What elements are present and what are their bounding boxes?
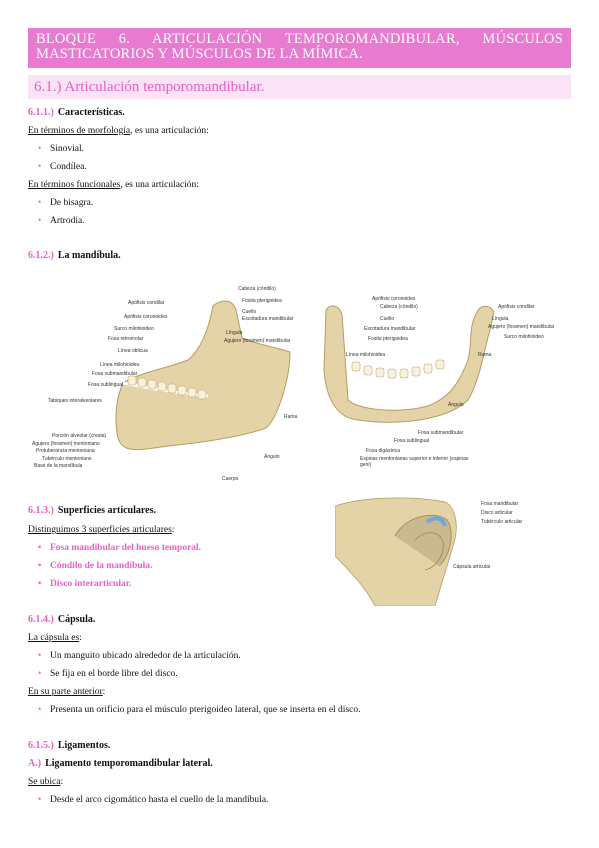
list-item: •Desde el arco cigomático hasta el cuell… — [38, 795, 269, 805]
ligament-a-heading: A.)Ligamento temporomandibular lateral. — [28, 758, 213, 770]
subsection-title: Superficies articulares. — [57, 505, 156, 516]
list-item: •Condílea. — [38, 162, 87, 172]
figure-label: Rama — [478, 352, 492, 358]
figure-label: Tabiques interalveolares — [48, 398, 102, 404]
figure-label: Fosa sublingual — [394, 438, 430, 444]
figure-label: Apófisis condilar — [128, 300, 165, 306]
figure-label: Fosa mandibular — [481, 501, 519, 507]
figure-label: Línea oblicua — [118, 348, 148, 354]
line-rest: , es una articulación: — [120, 180, 199, 190]
list-item: •Se fija en el borde libre del disco. — [38, 669, 178, 679]
subsection-title: Cápsula. — [57, 614, 96, 625]
subsection-number: 6.1.3.) — [28, 505, 54, 516]
subsection-title: Ligamento temporomandibular lateral. — [45, 758, 213, 769]
figure-label: Cuello — [242, 309, 257, 315]
figure-label: Línea milohioidea — [346, 352, 386, 358]
list-item: •Cóndilo de la mandíbula. — [38, 561, 153, 571]
list-item: •De bisagra. — [38, 198, 94, 208]
tmj-illustration — [335, 497, 457, 606]
functional-line: En términos funcionales, es una articula… — [28, 179, 199, 191]
figure-label: Fosa digástrica — [366, 448, 400, 454]
line-rest: : — [79, 633, 82, 643]
line-rest: : — [171, 525, 175, 535]
figure-label: Surco milohioideo — [114, 326, 154, 332]
subsection-title: La mandíbula. — [57, 250, 121, 261]
figure-label: Escotadura mandibular — [242, 316, 294, 322]
figure-label: Fosita pterigoidea — [368, 336, 408, 342]
figure-label: Espinas mentonianas superior e inferior … — [360, 456, 469, 468]
anterior-line: En su parte anterior: — [28, 686, 105, 698]
figure-label: Apófisis coronoides — [124, 314, 168, 320]
figure-label: Cuello — [380, 316, 395, 322]
subsection-title: Ligamentos. — [57, 740, 111, 751]
underlined-term: En términos de morfología — [28, 126, 131, 136]
surfaces-line: Distinguimos 3 superficies articulares: — [28, 524, 174, 536]
line-rest: : — [60, 777, 64, 787]
figure-label: Agujero (foramen) mentoniano — [32, 441, 100, 447]
list-item: •Fosa mandibular del hueso temporal. — [38, 543, 202, 553]
mandible-lateral-illustration — [115, 300, 291, 450]
underlined-term: Se ubica — [28, 777, 61, 787]
figure-label: Rama — [284, 414, 298, 420]
figure-label: Cuerpo — [222, 476, 239, 482]
figure-label: Fosita pterigoidea — [242, 298, 282, 304]
tmj-figure: Fosa mandibular Disco articular Tubércul… — [335, 496, 565, 606]
figure-label: Apófisis coronoides — [372, 296, 416, 302]
figure-label: Base de la mandíbula — [34, 463, 83, 469]
subsection-615-heading: 6.1.5.)Ligamentos. — [28, 740, 110, 752]
figure-label: Ángulo — [448, 402, 464, 408]
capsule-line: La cápsula es: — [28, 632, 82, 644]
subsection-number: 6.1.2.) — [28, 250, 54, 261]
mandible-medial-illustration — [323, 305, 495, 423]
list-item: •Presenta un orificio para el músculo pt… — [38, 705, 361, 715]
subsection-title: Características. — [57, 107, 125, 118]
figure-label: Porción alveolar (cresta) — [52, 433, 107, 439]
figure-label: Protuberancia mentoniana — [36, 448, 95, 454]
underlined-term: La cápsula es — [28, 633, 80, 643]
mandible-lateral-figure: Cabeza (cóndilo) Fosita pterigoidea Apóf… — [28, 278, 298, 488]
figure-label: Fosa submandibular — [418, 430, 464, 436]
morphology-line: En términos de morfología, es una articu… — [28, 125, 209, 137]
underlined-term: Distinguimos 3 superficies articulares — [28, 525, 172, 535]
figure-label: Língula — [492, 316, 509, 322]
figure-label: Cabeza (cóndilo) — [238, 286, 276, 292]
subsection-611-heading: 6.1.1.)Características. — [28, 107, 125, 119]
subsection-number: 6.1.5.) — [28, 740, 54, 751]
subsection-number: 6.1.4.) — [28, 614, 54, 625]
subsection-612-heading: 6.1.2.)La mandíbula. — [28, 250, 121, 262]
figure-label: Surco milohioideo — [504, 334, 544, 340]
figure-label: Agujero (foramen) mandibular — [488, 324, 555, 330]
figure-label: Tubérculo articular — [481, 519, 523, 525]
line-rest: , es una articulación: — [130, 126, 209, 136]
subsection-number: A.) — [28, 758, 42, 769]
figure-label: Fosa sublingual — [88, 382, 124, 388]
list-item: •Sinovial. — [38, 144, 85, 154]
list-item: •Disco interarticular. — [38, 579, 132, 589]
list-item: •Artrodia. — [38, 216, 85, 226]
figure-label: Fosa submandibular — [92, 371, 138, 377]
figure-label: Ángulo — [264, 454, 280, 460]
figure-label: Apófisis condilar — [498, 304, 535, 310]
figure-label: Disco articular — [481, 510, 513, 516]
figure-label: Cápsula articular — [453, 564, 491, 570]
figure-label: Línea milohioidea — [100, 362, 140, 368]
block-title: BLOQUE 6. ARTICULACIÓN TEMPOROMANDIBULAR… — [28, 28, 571, 68]
figure-label: Fosa retromolar — [108, 336, 144, 342]
figure-label: Língula — [226, 330, 243, 336]
figure-label: Escotadura mandibular — [364, 326, 416, 332]
underlined-term: En su parte anterior — [28, 687, 103, 697]
location-line: Se ubica: — [28, 776, 63, 788]
list-item: •Un manguito ubicado alrededor de la art… — [38, 651, 241, 661]
underlined-term: En términos funcionales — [28, 180, 121, 190]
section-title: 6.1.) Articulación temporomandibular. — [28, 75, 571, 99]
line-rest: : — [102, 687, 106, 697]
figure-label: Agujero (foramen) mandibular — [224, 338, 291, 344]
figure-label: Cabeza (cóndilo) — [380, 304, 418, 310]
subsection-number: 6.1.1.) — [28, 107, 54, 118]
mandible-medial-figure: Apófisis coronoides Cabeza (cóndilo) Apó… — [318, 290, 571, 475]
subsection-614-heading: 6.1.4.)Cápsula. — [28, 614, 95, 626]
figure-label: Tubérculo mentoniano — [42, 456, 92, 462]
subsection-613-heading: 6.1.3.)Superficies articulares. — [28, 505, 156, 517]
